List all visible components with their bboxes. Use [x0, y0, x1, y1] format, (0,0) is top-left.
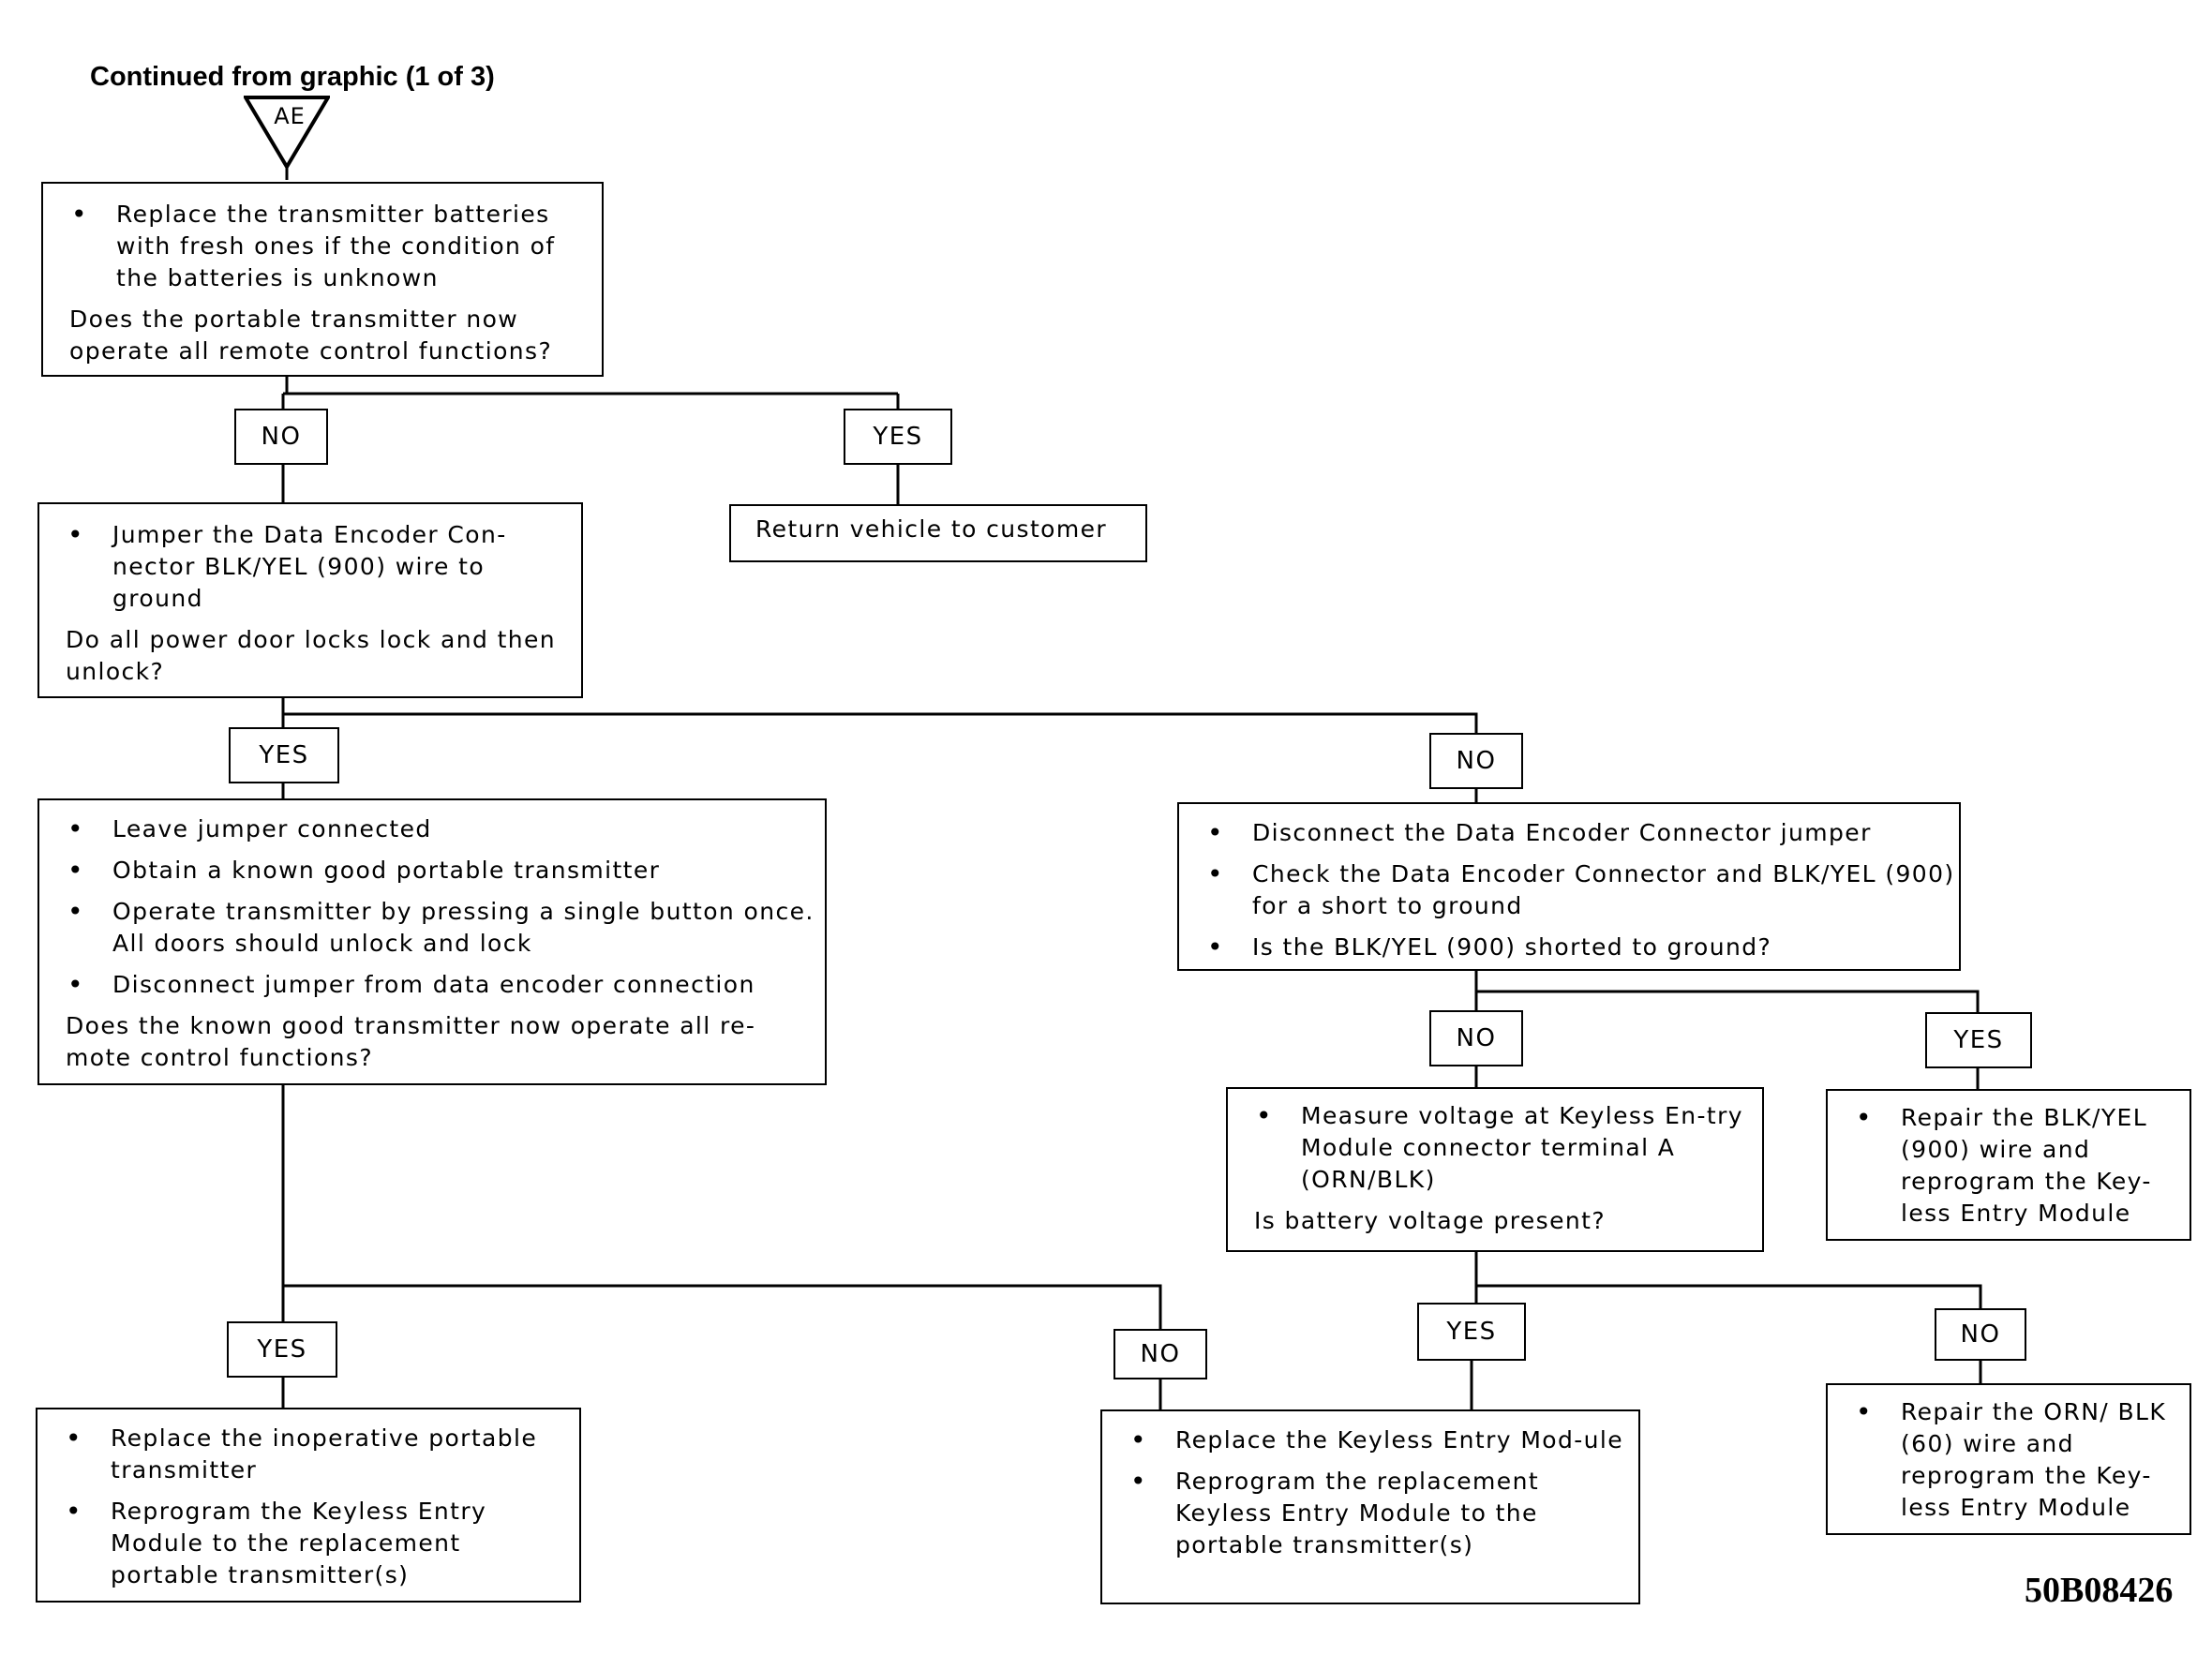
off-page-connector-triangle: [244, 96, 330, 180]
question-text: Do all power door locks lock and then un…: [66, 626, 557, 685]
step-replace-batteries: Replace the transmitter batteries with f…: [41, 182, 604, 377]
bullet-item: Leave jumper connected: [39, 813, 825, 845]
bullet-item: Repair the BLK/YEL (900) wire and reprog…: [1828, 1102, 2180, 1230]
bullet-item: Operate transmitter by pressing a single…: [39, 896, 825, 960]
branch-label-no: NO: [1429, 733, 1523, 789]
step-repair-blk-yel: Repair the BLK/YEL (900) wire and reprog…: [1826, 1089, 2191, 1241]
line-b5-branches: [1474, 971, 1980, 1012]
bullet-item: Reprogram the replacement Keyless Entry …: [1102, 1466, 1629, 1561]
bullet-item: Replace the Keyless Entry Mod-ule: [1102, 1424, 1629, 1456]
step-replace-keyless-module: Replace the Keyless Entry Mod-ule Reprog…: [1100, 1409, 1640, 1604]
branch-label-yes: YES: [844, 409, 952, 465]
step-known-good-transmitter: Leave jumper connected Obtain a known go…: [37, 798, 827, 1085]
question-text: Does the known good transmitter now oper…: [66, 1012, 756, 1071]
step-check-short-to-ground: Disconnect the Data Encoder Connector ju…: [1177, 802, 1961, 971]
question-text: Does the portable transmitter now operat…: [69, 306, 553, 365]
line-b3-branches: [281, 698, 1478, 733]
step-repair-orn-blk: Repair the ORN/ BLK (60) wire and reprog…: [1826, 1383, 2191, 1535]
bullet-item: Replace the transmitter batteries with f…: [43, 199, 602, 294]
connector-label: AE: [274, 103, 306, 129]
bullet-item: Reprogram the Keyless Entry Module to th…: [37, 1496, 570, 1591]
branch-label-no: NO: [234, 409, 328, 465]
line-b1-branches: [281, 392, 900, 412]
question-text: Is battery voltage present?: [1254, 1207, 1606, 1234]
line-b4-branches: [281, 1085, 1162, 1329]
branch-label-no: NO: [1113, 1329, 1207, 1379]
bullet-item: Is the BLK/YEL (900) shorted to ground?: [1179, 932, 1959, 963]
branch-label-yes: YES: [227, 1321, 337, 1378]
step-jumper-data-encoder: Jumper the Data Encoder Con-nector BLK/Y…: [37, 502, 583, 698]
continued-heading: Continued from graphic (1 of 3): [90, 62, 495, 92]
figure-id: 50B08426: [2025, 1571, 2174, 1610]
step-return-vehicle: Return vehicle to customer: [729, 504, 1147, 562]
step-measure-voltage: Measure voltage at Keyless En-try Module…: [1226, 1087, 1764, 1252]
branch-label-yes: YES: [1925, 1012, 2032, 1068]
bullet-item: Replace the inoperative portable transmi…: [37, 1423, 570, 1486]
branch-label-yes: YES: [229, 727, 339, 783]
branch-label-no: NO: [1429, 1010, 1523, 1066]
bullet-item: Measure voltage at Keyless En-try Module…: [1228, 1100, 1762, 1196]
bullet-item: Check the Data Encoder Connector and BLK…: [1179, 858, 1959, 922]
bullet-item: Disconnect jumper from data encoder conn…: [39, 969, 825, 1001]
bullet-item: Disconnect the Data Encoder Connector ju…: [1179, 817, 1959, 849]
bullet-item: Repair the ORN/ BLK (60) wire and reprog…: [1828, 1396, 2180, 1524]
bullet-item: Jumper the Data Encoder Con-nector BLK/Y…: [39, 519, 581, 615]
branch-label-no: NO: [1935, 1308, 2026, 1361]
branch-label-yes: YES: [1417, 1303, 1526, 1361]
step-replace-transmitter: Replace the inoperative portable transmi…: [36, 1408, 581, 1603]
line-b6-branches: [1474, 1252, 1982, 1308]
bullet-item: Obtain a known good portable transmitter: [39, 855, 825, 887]
